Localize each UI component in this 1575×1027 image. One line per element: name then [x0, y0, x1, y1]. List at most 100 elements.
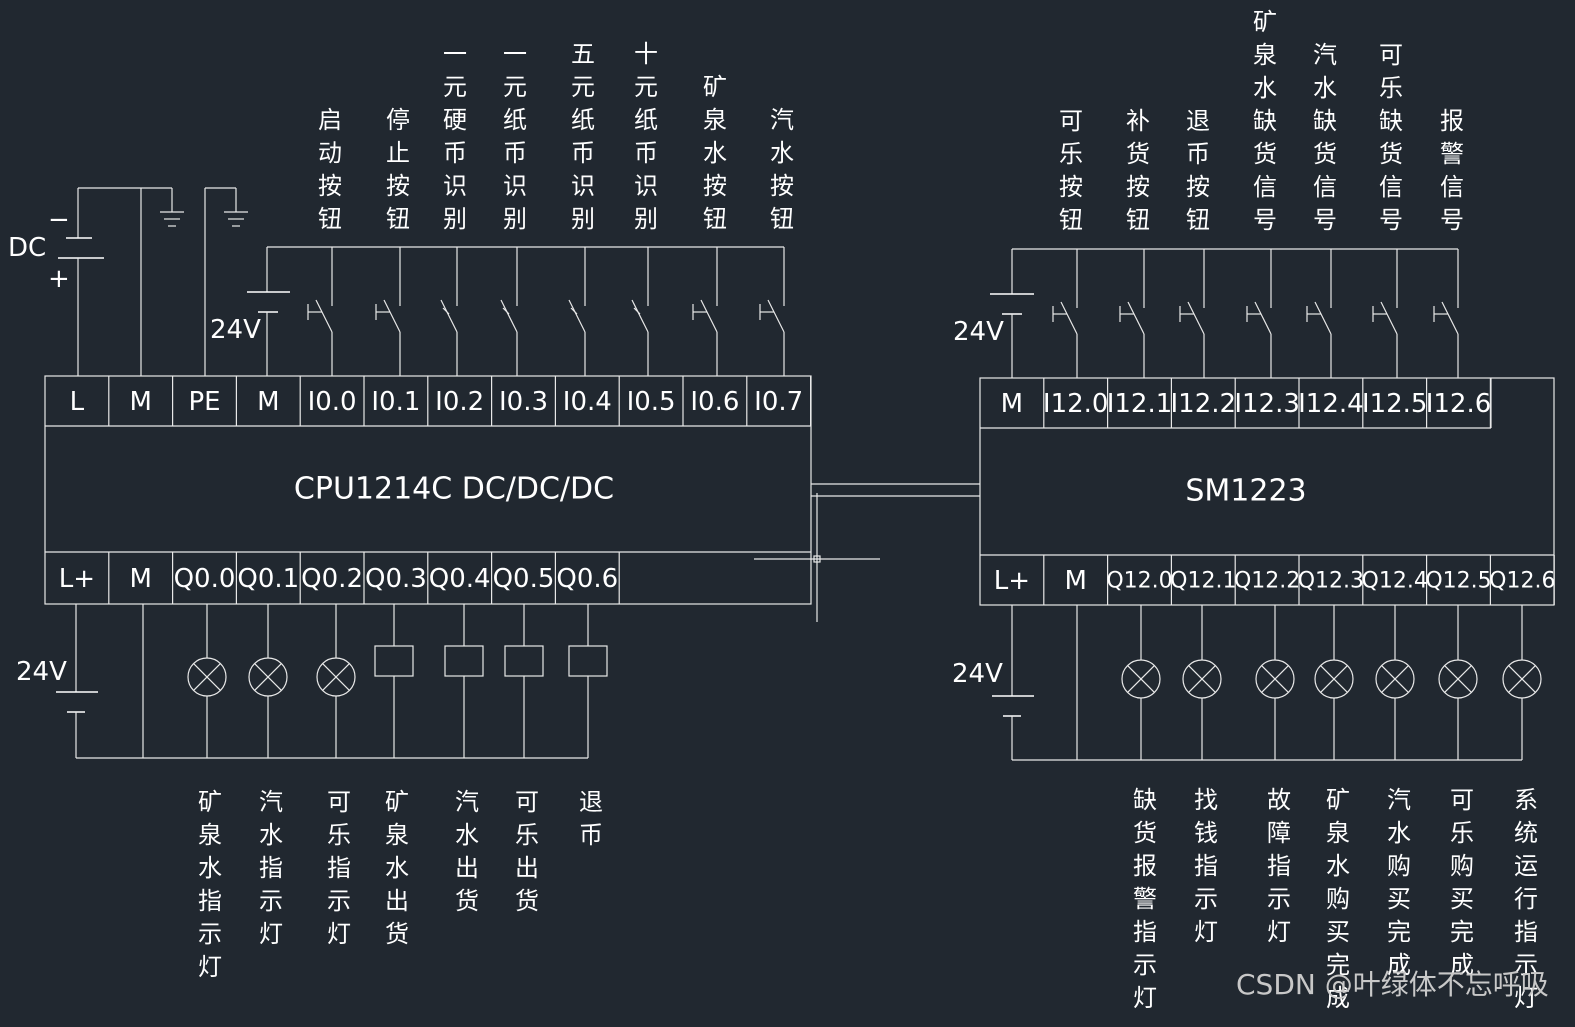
cpu-input-terminal-label: I0.6 — [690, 387, 739, 417]
dc-plus-sign: + — [48, 264, 70, 294]
dc-supply: DC − + — [8, 187, 184, 376]
cpu-input-terminal-label: PE — [188, 387, 220, 417]
cpu-input-switch — [440, 247, 458, 376]
cpu-output-terminal-label: Q0.3 — [365, 564, 427, 594]
cpu-output-coil — [374, 604, 414, 758]
cpu-output-terminal-label: L+ — [59, 564, 95, 594]
bus-connection — [754, 483, 980, 622]
pe-ground — [204, 187, 248, 376]
sm-input-switch — [1246, 249, 1272, 378]
cpu-output-label: 可乐指示灯 — [327, 788, 351, 948]
cpu-output-terminal-label: Q0.0 — [174, 564, 236, 594]
sm-output-terminal-label: Q12.0 — [1106, 569, 1172, 594]
cpu-output-lamp — [316, 604, 356, 758]
cpu-output-coil — [568, 604, 608, 758]
cpu-output-terminal-label: Q0.1 — [237, 564, 299, 594]
cpu-input-label: 矿泉水按钮 — [703, 73, 727, 233]
sm-output-label: 矿泉水购买完成 — [1326, 786, 1350, 1012]
sm-output-lamp — [1255, 605, 1295, 760]
cpu-output-24v-supply: 24V — [16, 604, 588, 759]
sm-input-switch — [1433, 249, 1459, 378]
sm-output-terminal-label: Q12.2 — [1234, 569, 1300, 594]
cpu-input-switch — [692, 247, 718, 376]
sm-input-switch — [1306, 249, 1332, 378]
cpu-input-24v-supply: 24V — [210, 246, 784, 376]
sm-input-label: 矿泉水缺货信号 — [1253, 8, 1277, 234]
dc-label: DC — [8, 233, 46, 263]
sm-input-24v-label: 24V — [953, 317, 1004, 347]
cpu-input-label: 一元纸币识别 — [503, 40, 527, 233]
sm-input-switch — [1372, 249, 1398, 378]
sm-output-terminal-label: Q12.4 — [1362, 569, 1428, 594]
sm-output-lamp — [1438, 605, 1478, 760]
sm-output-lamp — [1121, 605, 1161, 760]
sm-input-terminal-label: I12.5 — [1362, 389, 1428, 419]
cpu-output-terminal-label: Q0.5 — [493, 564, 555, 594]
sm-output-24v-label: 24V — [952, 659, 1003, 689]
cpu-input-terminal-label: L — [70, 387, 85, 417]
cpu-input-switch — [375, 247, 401, 376]
sm-input-terminal-label: I12.3 — [1234, 389, 1300, 419]
cpu-title: CPU1214C DC/DC/DC — [294, 472, 614, 507]
cpu-input-terminal-label: I0.0 — [308, 387, 357, 417]
cpu-input-terminal-label: I0.4 — [563, 387, 612, 417]
cpu-input-switch — [568, 247, 586, 376]
sm-output-terminal-label: Q12.5 — [1425, 569, 1491, 594]
sm-output-terminal-label: Q12.3 — [1298, 569, 1364, 594]
sm-output-label: 可乐购买完成 — [1450, 786, 1474, 979]
cpu-output-label: 矿泉水出货 — [385, 788, 409, 948]
cpu-input-switch — [759, 247, 785, 376]
cpu-input-24v-label: 24V — [210, 315, 261, 345]
sm-input-terminal-label: I12.1 — [1107, 389, 1173, 419]
cpu-output-terminal-label: Q0.4 — [429, 564, 491, 594]
sm-input-label: 可乐按钮 — [1059, 107, 1083, 234]
sm-output-terminal-label: Q12.6 — [1489, 569, 1555, 594]
cpu-input-terminal-label: I0.5 — [627, 387, 676, 417]
cpu-input-switch — [307, 247, 333, 376]
sm-input-switch — [1052, 249, 1078, 378]
sm-title: SM1223 — [1185, 474, 1306, 509]
cpu-input-label: 五元纸币识别 — [571, 40, 595, 233]
cpu-input-switch — [631, 247, 649, 376]
cpu-input-switch — [500, 247, 518, 376]
cpu-output-terminal-label: M — [129, 564, 151, 594]
sm-input-label: 退币按钮 — [1186, 107, 1210, 234]
cpu-output-label: 汽水出货 — [455, 788, 479, 915]
sm-output-lamp — [1375, 605, 1415, 760]
cpu-input-terminal-label: M — [257, 387, 279, 417]
sm-output-terminal-label: M — [1064, 566, 1086, 596]
sm-output-label: 故障指示灯 — [1267, 786, 1291, 946]
sm-input-switch — [1119, 249, 1145, 378]
sm-output-terminal-label: L+ — [994, 566, 1030, 596]
cpu-output-terminal-label: Q0.6 — [556, 564, 618, 594]
cpu-output-lamp — [187, 604, 227, 758]
sm-input-terminal-label: I12.2 — [1171, 389, 1237, 419]
sm-input-label: 可乐缺货信号 — [1379, 41, 1403, 234]
cpu-output-coil — [504, 604, 544, 758]
sm-output-label: 系统运行指示灯 — [1514, 786, 1538, 1012]
sm-output-label: 汽水购买完成 — [1387, 786, 1411, 979]
sm-output-lamp — [1314, 605, 1354, 760]
cpu-output-24v-label: 24V — [16, 657, 67, 687]
sm-input-label: 汽水缺货信号 — [1313, 41, 1337, 234]
sm-input-24v-supply: 24V — [953, 248, 1458, 378]
cpu-output-lamp — [248, 604, 288, 758]
dc-minus-sign: − — [48, 205, 70, 235]
sm-input-label: 报警信号 — [1440, 107, 1464, 234]
cpu-input-label: 启动按钮 — [318, 106, 342, 233]
sm-output-24v-supply: 24V — [952, 605, 1522, 761]
sm-output-terminal-label: Q12.1 — [1170, 569, 1236, 594]
cpu-input-terminal-label: I0.2 — [435, 387, 484, 417]
cpu-input-label: 停止按钮 — [386, 106, 410, 233]
sm-input-switch — [1179, 249, 1205, 378]
cpu-output-terminal-label: Q0.2 — [301, 564, 363, 594]
cpu-input-terminal-label: I0.7 — [754, 387, 803, 417]
sm-output-lamp — [1502, 605, 1542, 760]
cpu-output-label: 汽水指示灯 — [259, 788, 283, 948]
sm-input-terminal-label: I12.4 — [1298, 389, 1364, 419]
cpu-input-terminal-label: I0.1 — [371, 387, 420, 417]
sm-output-label: 缺货报警指示灯 — [1133, 786, 1157, 1012]
cpu-output-label: 可乐出货 — [515, 788, 539, 915]
